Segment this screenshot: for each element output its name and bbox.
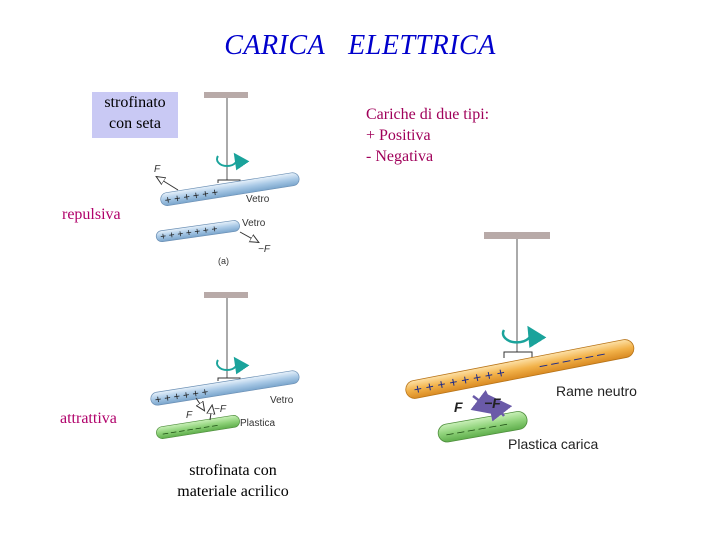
charge-type-positive: + Positiva: [366, 127, 431, 144]
force-label-bottom: −F: [258, 244, 271, 255]
silk-label-line2: con seta: [109, 115, 161, 132]
rotation-arrow-icon: [216, 152, 250, 171]
glass-rod-suspended: + + + + + +: [160, 172, 300, 207]
force-arrow-bottom: [239, 231, 258, 242]
support-bar: [484, 232, 550, 239]
attraction-label: attrattiva: [60, 410, 117, 427]
force-label-right: −F: [214, 404, 227, 415]
copper-diagram: + + + + + + + + – – – – – – Rame neutro …: [405, 232, 637, 452]
rod-stirrup: [503, 351, 533, 358]
force-label-right: −F: [484, 395, 501, 411]
force-arrow-right: [486, 394, 513, 422]
plastic-rod: – – – – – – –: [156, 415, 240, 440]
support-bar: [204, 292, 248, 298]
plastic-label: Plastica carica: [508, 436, 598, 452]
repulsion-diagram: + + + + + + Vetro F + + + + + + + Vetro …: [154, 92, 300, 266]
acrylic-label-line1: strofinata con: [189, 462, 277, 479]
rod-label-vetro-top: Vetro: [246, 194, 270, 205]
plastic-label: Plastica: [240, 418, 275, 429]
force-label-left: F: [186, 410, 193, 421]
rod-charges-positive: + + + + + + + +: [412, 364, 506, 397]
rotation-arrow-icon: [216, 356, 250, 375]
rod-charges-negative: – – – – – –: [538, 345, 606, 373]
force-label-left: F: [454, 399, 463, 415]
attraction-diagram: + + + + + + Vetro – – – – – – – Plastica…: [150, 292, 300, 440]
repulsion-label: repulsiva: [62, 206, 121, 223]
page-title: CARICA ELETTRICA: [224, 30, 496, 61]
charge-types-list: Cariche di due tipi: + Positiva - Negati…: [366, 104, 489, 167]
rotation-arrow-icon: [501, 325, 547, 349]
support-bar: [204, 92, 248, 98]
acrylic-label-line2: materiale acrilico: [177, 483, 289, 500]
charge-types-heading: Cariche di due tipi:: [366, 106, 490, 123]
rod-label-vetro-bottom: Vetro: [242, 218, 266, 229]
rod-label-vetro: Vetro: [270, 395, 294, 406]
silk-label-line1: strofinato: [104, 94, 166, 111]
force-label-top: F: [154, 164, 161, 175]
glass-rod-handheld: + + + + + + +: [155, 220, 240, 243]
force-arrow-left: [196, 397, 204, 410]
force-arrow-right: [210, 406, 212, 421]
charge-type-negative: - Negativa: [366, 148, 434, 165]
force-arrow-top: [157, 177, 179, 191]
diagram-caption: (a): [218, 256, 229, 266]
silk-rubbed-label: strofinato con seta: [92, 92, 178, 138]
acrylic-rubbed-label: strofinata con materiale acrilico: [160, 460, 306, 502]
copper-label: Rame neutro: [556, 383, 637, 399]
